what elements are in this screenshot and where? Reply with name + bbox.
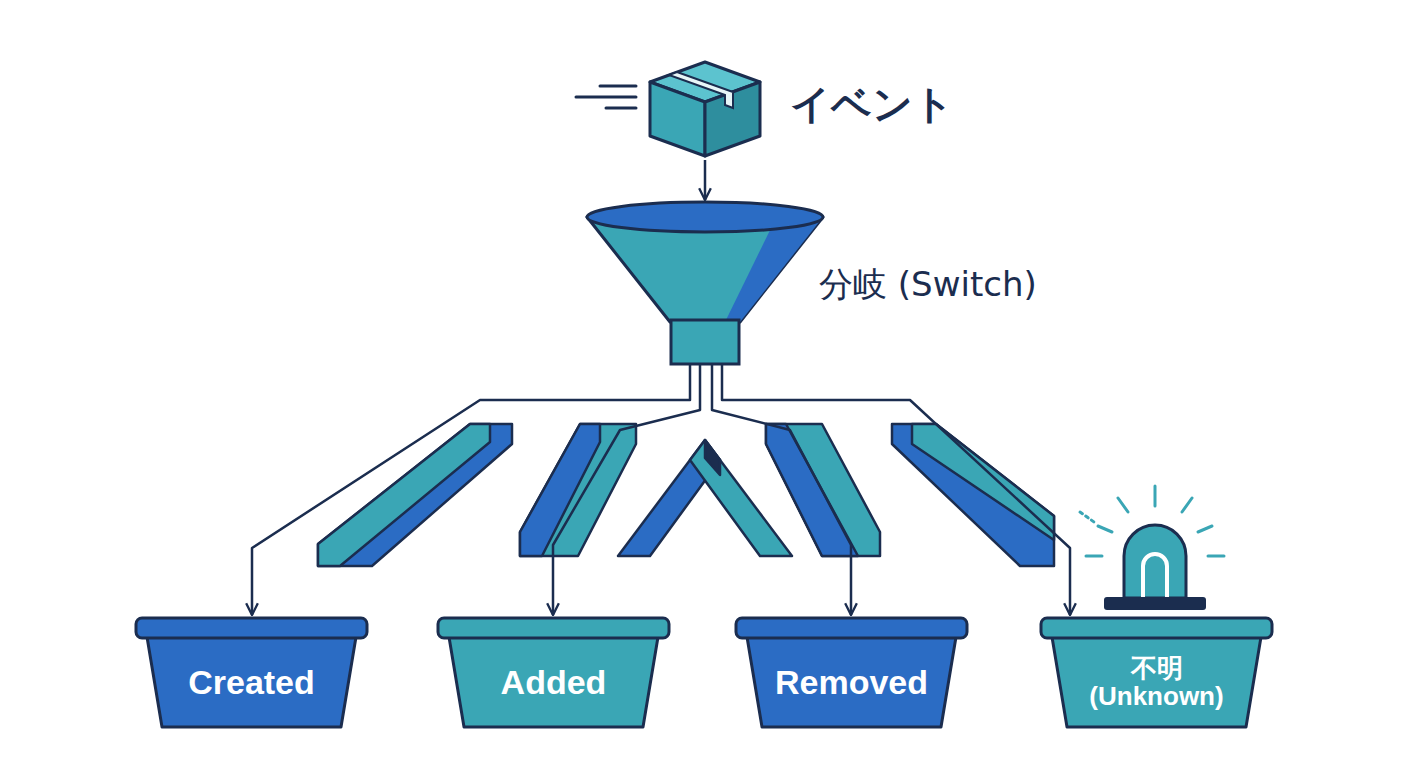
flow-arrow — [704, 160, 707, 200]
chute-left — [318, 424, 512, 566]
chute-center-left — [520, 424, 636, 556]
alarm-light — [1080, 486, 1224, 610]
bin-label: Created — [142, 664, 362, 701]
bin-label: 不明 (Unknown) — [1082, 654, 1232, 711]
unknown-bin: 不明 (Unknown) — [1038, 615, 1275, 730]
flow-arrow — [553, 365, 700, 615]
bin-label: Removed — [742, 664, 962, 701]
chute-center-right — [766, 424, 880, 556]
event-package: イベント — [645, 58, 765, 160]
flow-arrow — [712, 365, 851, 615]
chute-right — [892, 424, 1054, 566]
switch-funnel-outline — [585, 200, 825, 365]
event-package-outline — [645, 58, 765, 160]
switch-label: 分岐 (Switch) — [819, 266, 1037, 303]
added-bin: Added — [435, 615, 672, 730]
event-label: イベント — [790, 82, 954, 126]
chute-center-split — [618, 440, 792, 556]
removed-bin: Removed — [733, 615, 970, 730]
flow-arrow — [722, 365, 1070, 615]
switch-funnel: 分岐 (Switch) — [585, 200, 825, 365]
bin-label: Added — [444, 664, 664, 701]
speed-lines — [576, 86, 636, 108]
flow-arrow — [252, 365, 690, 615]
created-bin: Created — [133, 615, 370, 730]
